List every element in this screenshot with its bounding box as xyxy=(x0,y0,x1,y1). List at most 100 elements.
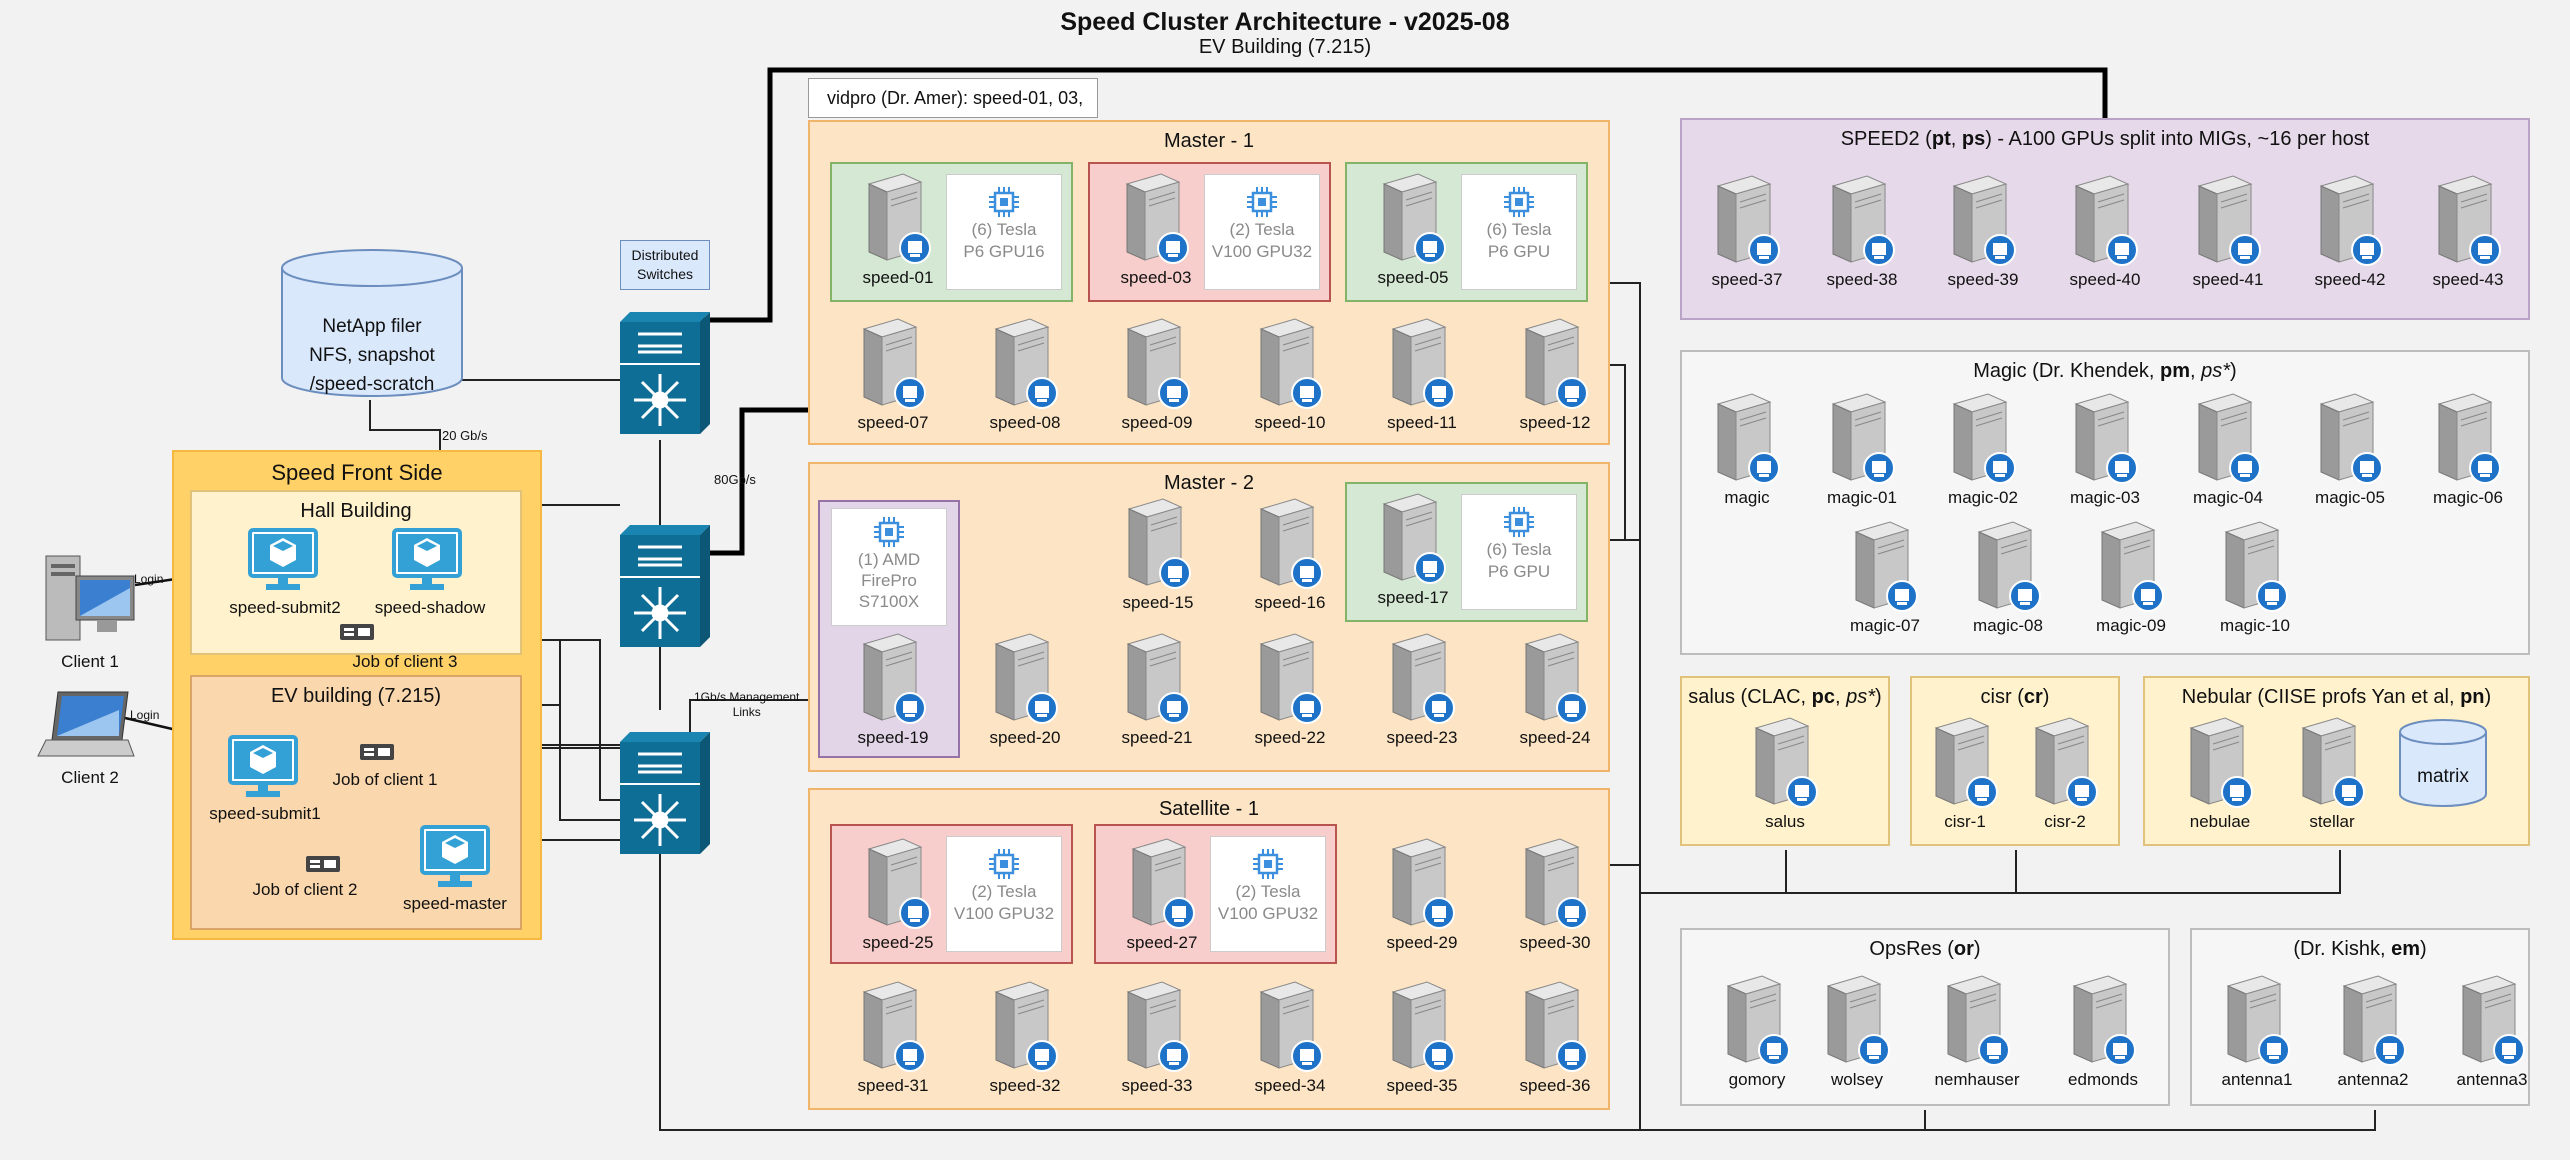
server-node: speed-15 xyxy=(1093,495,1223,615)
login2-label: Login xyxy=(130,708,160,722)
speed-submit1-icon xyxy=(228,735,298,797)
server-label: speed-24 xyxy=(1519,728,1591,747)
server-node: speed-09 xyxy=(1092,315,1222,435)
master-2-title: Master - 2 xyxy=(1163,472,1255,494)
server-icon xyxy=(1125,173,1189,264)
server-node: speed-22 xyxy=(1225,630,1355,750)
server-node: speed-42 xyxy=(2285,172,2415,292)
server-node: antenna3 xyxy=(2427,972,2557,1092)
server-icon xyxy=(1131,838,1195,929)
server-icon xyxy=(1126,981,1190,1072)
server-label: speed-34 xyxy=(1254,1076,1326,1095)
server-icon xyxy=(1259,318,1323,409)
server-icon xyxy=(1831,393,1895,484)
server-label: edmonds xyxy=(2068,1070,2138,1089)
server-icon xyxy=(1391,981,1455,1072)
server-icon xyxy=(1952,393,2016,484)
server-icon xyxy=(2074,393,2138,484)
server-node: cisr-2 xyxy=(2000,714,2130,834)
server-label: magic-02 xyxy=(1948,488,2018,507)
server-node: speed-21 xyxy=(1092,630,1222,750)
server-label: gomory xyxy=(1728,1070,1786,1089)
server-label: speed-08 xyxy=(989,413,1061,432)
server-icon xyxy=(1382,173,1446,264)
server-icon xyxy=(2197,175,2261,266)
speed-submit2-label: speed-submit2 xyxy=(229,598,341,617)
ev-building-title: EV building (7.215) xyxy=(270,685,442,707)
server-label: speed-05 xyxy=(1377,268,1449,287)
server-icon xyxy=(2100,521,2164,612)
server-label: speed-19 xyxy=(857,728,929,747)
server-icon xyxy=(1382,493,1446,584)
server-node: speed-43 xyxy=(2403,172,2533,292)
server-icon xyxy=(1934,717,1998,808)
server-label: antenna3 xyxy=(2456,1070,2528,1089)
server-icon xyxy=(2189,717,2253,808)
server-label: speed-16 xyxy=(1254,593,1326,612)
server-label: nebulae xyxy=(2189,812,2251,831)
server-icon xyxy=(1259,633,1323,724)
server-label: antenna2 xyxy=(2337,1070,2409,1089)
server-icon xyxy=(1831,175,1895,266)
server-label: speed-01 xyxy=(862,268,934,287)
server-label: magic-03 xyxy=(2070,488,2140,507)
netapp-storage-icon xyxy=(281,249,463,397)
server-icon xyxy=(2461,975,2525,1066)
server-label: magic xyxy=(1724,488,1770,507)
server-icon xyxy=(994,318,1058,409)
server-node: speed-20 xyxy=(960,630,1090,750)
magic-title: Magic (Dr. Khendek, pm, ps*) xyxy=(1973,360,2237,382)
server-label: speed-23 xyxy=(1386,728,1458,747)
server-icon xyxy=(2034,717,2098,808)
server-label: cisr-2 xyxy=(2044,812,2086,831)
server-icon xyxy=(1127,498,1191,589)
server-icon xyxy=(1391,838,1455,929)
server-label: speed-37 xyxy=(1711,270,1783,289)
server-icon xyxy=(1524,981,1588,1072)
server-label: speed-09 xyxy=(1121,413,1193,432)
server-node: magic-04 xyxy=(2163,390,2293,510)
server-icon xyxy=(862,318,926,409)
server-icon xyxy=(1126,318,1190,409)
client1-label: Client 1 xyxy=(61,652,119,671)
server-icon xyxy=(1524,318,1588,409)
server-node: speed-12 xyxy=(1490,315,1620,435)
server-label: speed-17 xyxy=(1377,588,1449,607)
server-icon xyxy=(1754,717,1818,808)
login1-label: Login xyxy=(134,572,164,586)
job2-label: Job of client 2 xyxy=(252,880,358,899)
matrix-db-icon xyxy=(2399,719,2487,807)
server-label: salus xyxy=(1765,812,1805,831)
job-card-icon xyxy=(306,856,340,872)
server-node: speed-34 xyxy=(1225,978,1355,1098)
hall-building-title: Hall Building xyxy=(300,500,412,522)
server-icon xyxy=(1126,633,1190,724)
server-node: speed-33 xyxy=(1092,978,1222,1098)
diagram-subtitle: EV Building (7.215) xyxy=(1198,36,1372,58)
server-icon xyxy=(1524,633,1588,724)
server-node: speed-24 xyxy=(1490,630,1620,750)
server-icon xyxy=(867,173,931,264)
server-icon xyxy=(1716,393,1780,484)
server-label: speed-33 xyxy=(1121,1076,1193,1095)
server-node: speed-40 xyxy=(2040,172,2170,292)
server-label: magic-09 xyxy=(2096,616,2166,635)
server-node: magic-07 xyxy=(1820,518,1950,638)
server-node: magic-10 xyxy=(2190,518,2320,638)
server-label: wolsey xyxy=(1831,1070,1883,1089)
server-label: speed-10 xyxy=(1254,413,1326,432)
nfs-link-label: 20 Gb/s xyxy=(442,428,488,443)
server-node: speed-32 xyxy=(960,978,1090,1098)
server-label: speed-29 xyxy=(1386,933,1458,952)
client1-desktop-icon xyxy=(45,555,135,641)
server-label: speed-07 xyxy=(857,413,929,432)
server-label: speed-20 xyxy=(989,728,1061,747)
server-icon xyxy=(867,838,931,929)
chip-icon xyxy=(989,849,1019,879)
server-node: speed-10 xyxy=(1225,315,1355,435)
